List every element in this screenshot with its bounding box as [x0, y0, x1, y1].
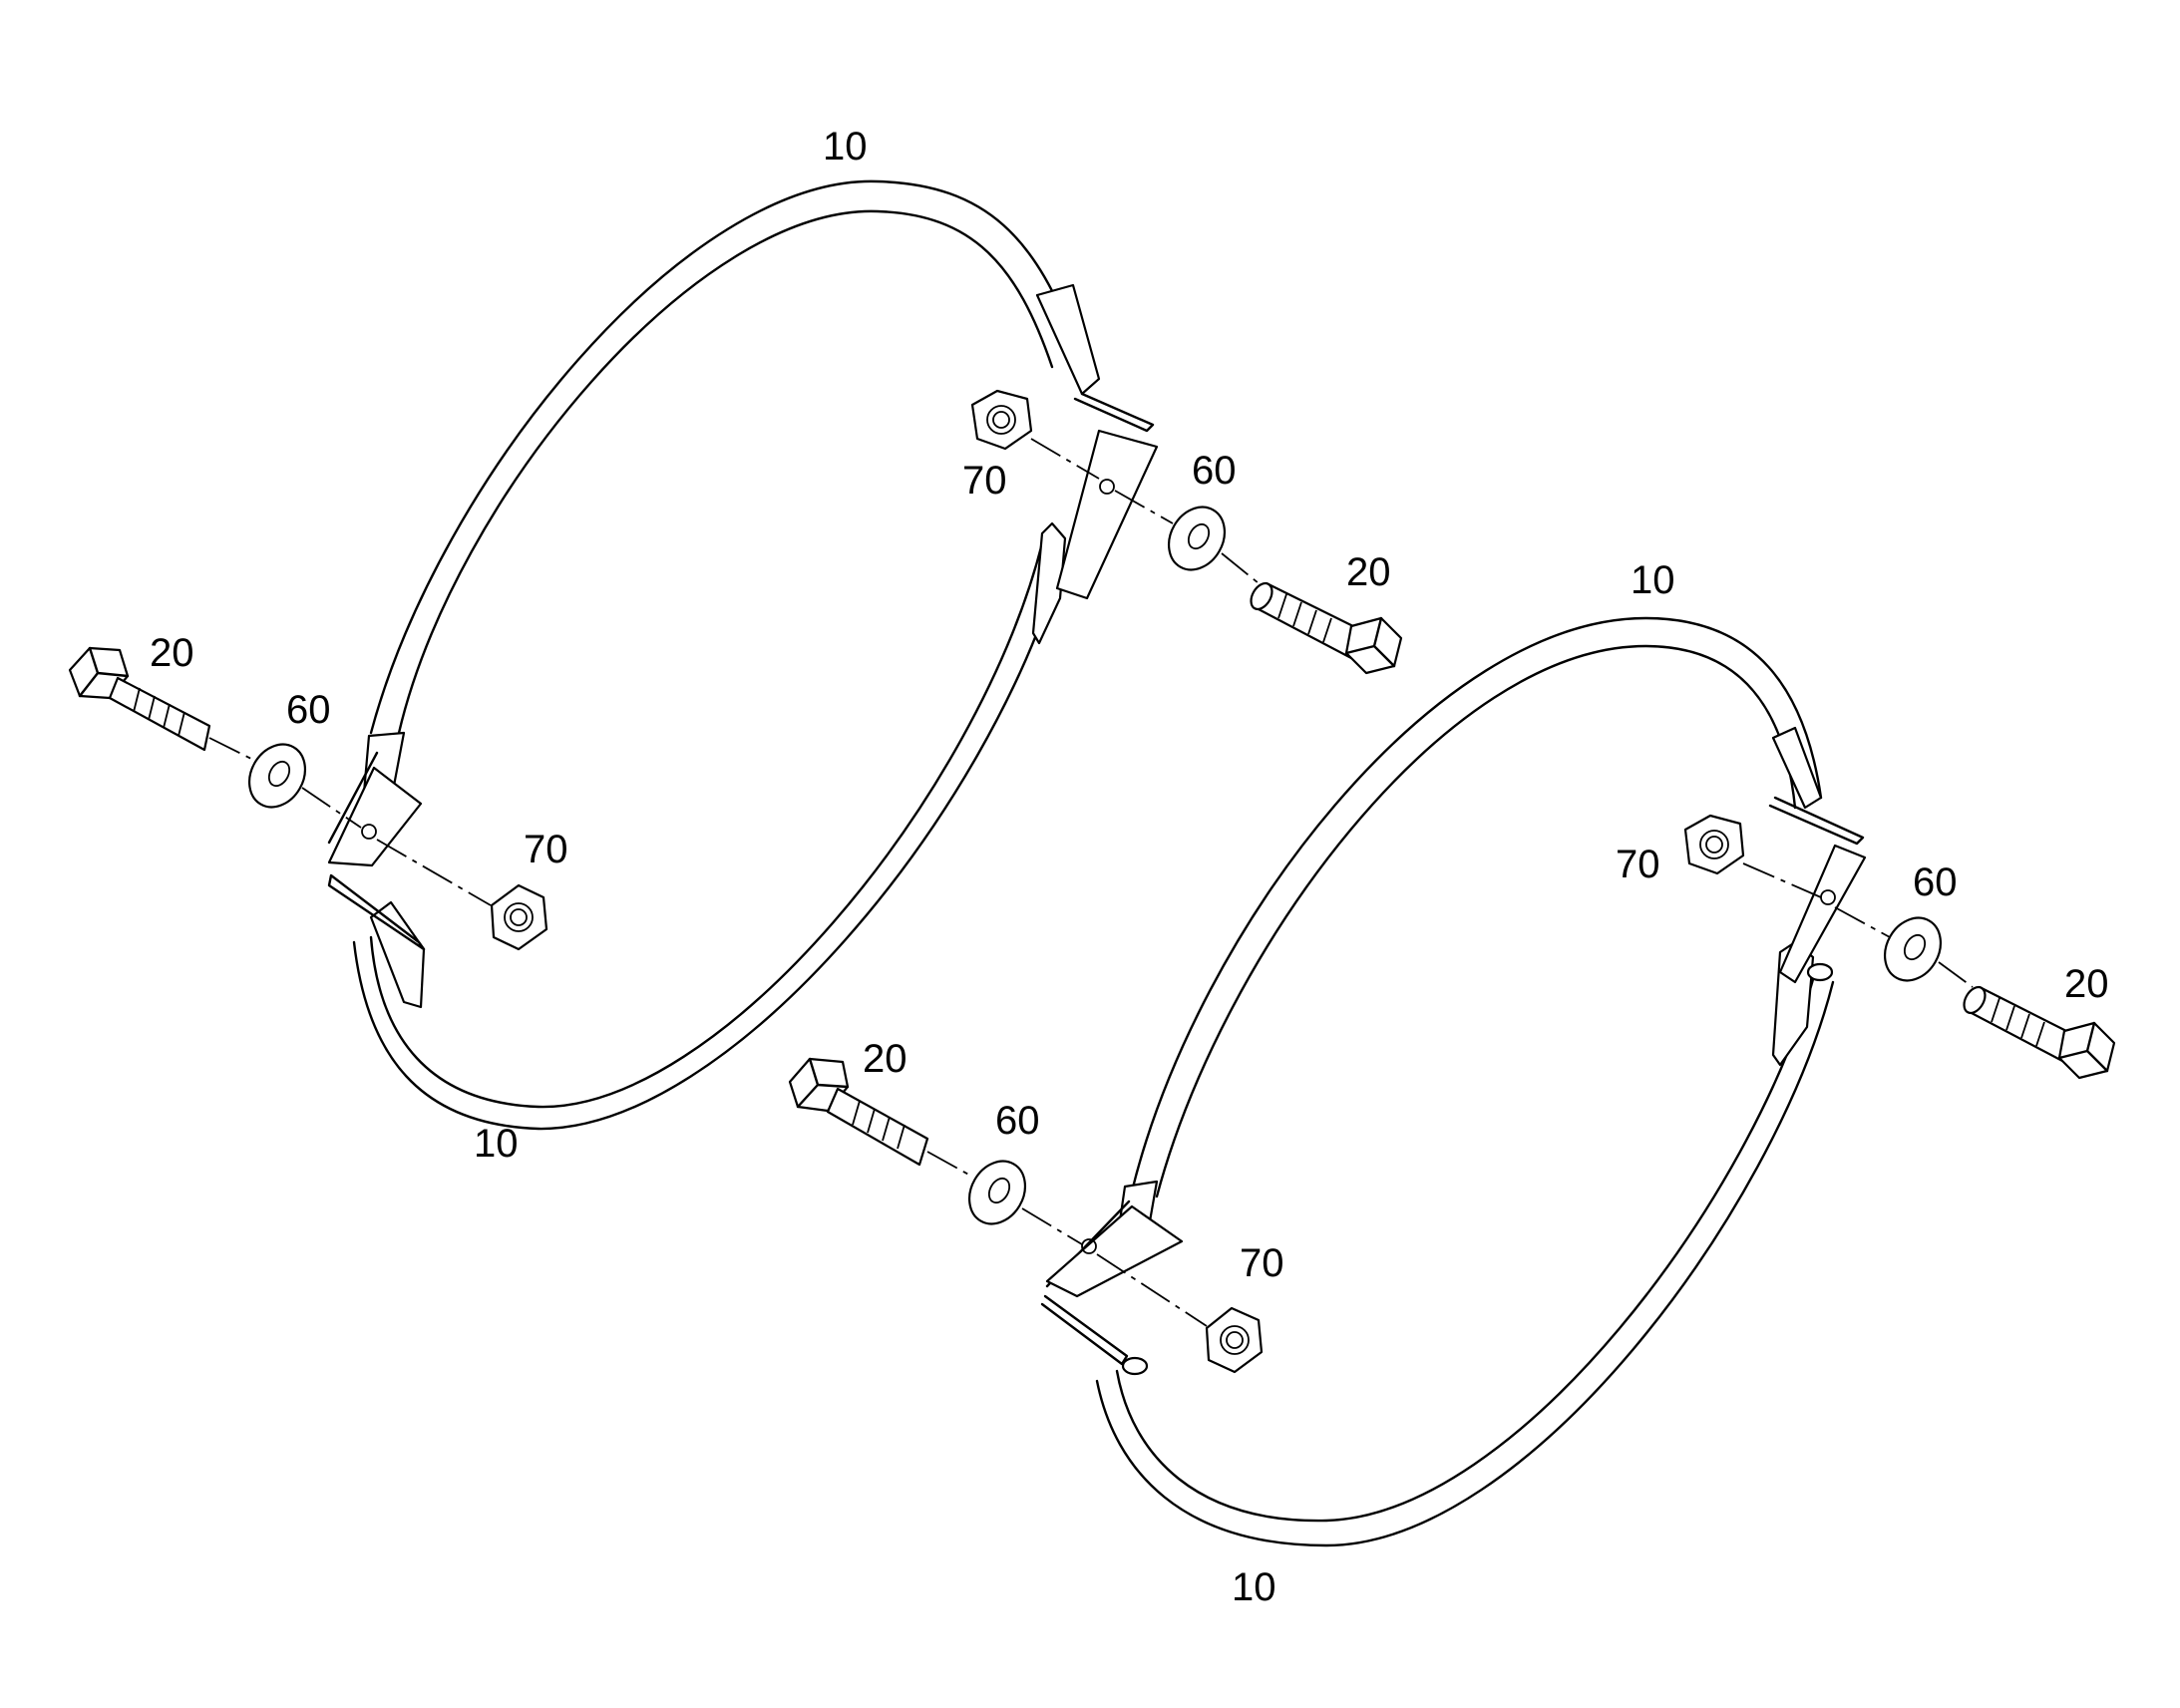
washer-a-right — [1167, 506, 1227, 571]
callout-60-washer-b-right: 60 — [1913, 860, 1958, 904]
callout-10-band-b-bottom: 10 — [1232, 1565, 1276, 1609]
fastener-set-b-left — [788, 1057, 1264, 1374]
callout-20-bolt-a-right: 20 — [1346, 550, 1391, 594]
callout-20-bolt-a-left: 20 — [150, 631, 194, 675]
callout-10-band-a-bottom: 10 — [474, 1122, 519, 1166]
clamp-assembly-b — [788, 616, 2116, 1547]
washer-a-left — [247, 743, 307, 809]
washer-b-right — [1883, 916, 1943, 982]
fastener-set-a-left — [68, 646, 548, 951]
callout-70-nut-a-left: 70 — [524, 828, 568, 871]
hex-bolt-b-right — [1963, 985, 2116, 1080]
callout-20-bolt-b-right: 20 — [2064, 962, 2109, 1006]
callout-60-washer-b-left: 60 — [995, 1099, 1040, 1143]
hex-nut-b-left — [1205, 1306, 1264, 1374]
callout-10-band-a-top: 10 — [823, 125, 868, 169]
callout-60-washer-a-left: 60 — [286, 688, 331, 732]
hex-bolt-a-left — [68, 646, 211, 752]
clamp-band-b-upper — [1045, 616, 1865, 1298]
clamp-band-b-lower — [1040, 844, 1867, 1547]
hex-nut-b-right — [1683, 814, 1745, 875]
callout-70-nut-a-right: 70 — [962, 459, 1007, 503]
hex-nut-a-left — [490, 883, 548, 951]
hex-bolt-b-left — [788, 1057, 929, 1167]
callout-70-nut-b-left: 70 — [1240, 1241, 1284, 1285]
clamp-band-a-upper — [327, 179, 1155, 867]
hex-bolt-a-right — [1250, 581, 1403, 675]
clamp-band-a-lower — [327, 429, 1159, 1131]
callout-20-bolt-b-left: 20 — [863, 1037, 908, 1081]
fastener-set-b-right — [1683, 814, 2116, 1080]
callout-70-nut-b-right: 70 — [1616, 843, 1660, 886]
callout-labels: 10 10 20 60 70 70 60 20 10 10 20 60 70 7… — [150, 125, 2109, 1609]
callout-60-washer-a-right: 60 — [1192, 449, 1237, 493]
hex-nut-a-right — [970, 389, 1033, 451]
fastener-set-a-right — [970, 389, 1403, 675]
callout-10-band-b-top: 10 — [1631, 558, 1675, 602]
washer-b-left — [967, 1160, 1027, 1225]
clamp-assembly-a — [68, 179, 1403, 1131]
